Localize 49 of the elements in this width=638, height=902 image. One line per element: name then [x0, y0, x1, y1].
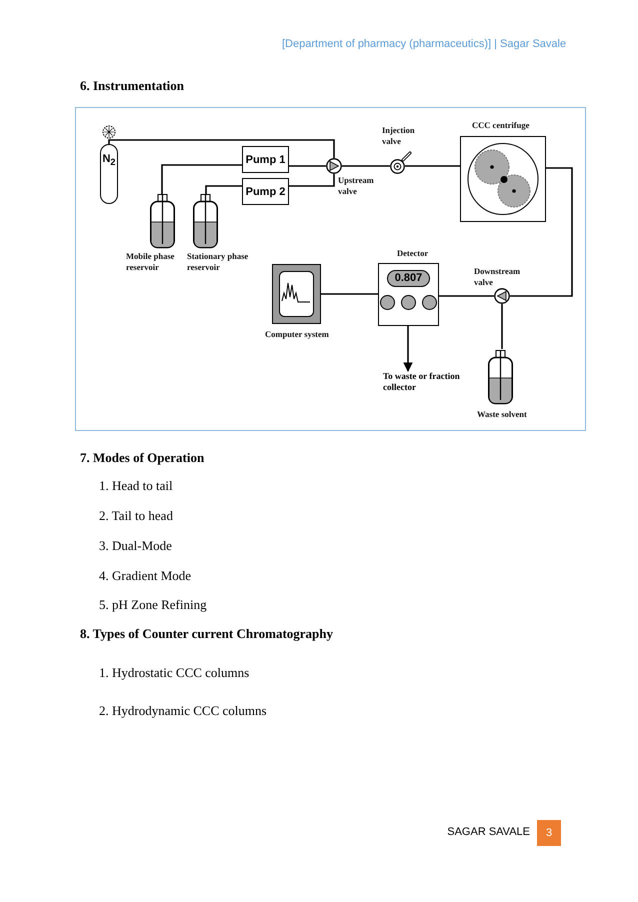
pipe-line	[405, 165, 460, 167]
page-header: [Department of pharmacy (pharmaceutics)] | Sagar Savale	[282, 38, 566, 50]
gas-cylinder	[100, 144, 118, 204]
component-caption: Detector	[397, 248, 430, 259]
list-item: 4. Gradient Mode	[99, 568, 192, 584]
pipe-line	[510, 167, 573, 297]
page-number: 3	[537, 820, 561, 846]
display-readout: 0.807	[386, 270, 430, 287]
component-caption: CCC centrifuge	[472, 120, 530, 131]
component-caption: Computer system	[265, 329, 330, 340]
page-footer: SAGAR SAVALE	[447, 826, 530, 838]
section-heading: 6. Instrumentation	[80, 78, 184, 94]
outlet-label: To waste or fraction collector	[383, 371, 463, 399]
component-caption: Upstream valve	[338, 175, 375, 197]
valve-symbol	[390, 159, 405, 174]
pump-box: Pump 1	[242, 146, 289, 173]
pipe-line	[108, 139, 335, 158]
pipe-line	[205, 185, 242, 194]
list-item: 5. pH Zone Refining	[99, 597, 207, 613]
list-item: 2. Hydrodynamic CCC columns	[99, 703, 267, 719]
component-caption: Injection valve	[382, 125, 416, 147]
component-caption: Downstream valve	[474, 266, 522, 288]
pipe-line	[501, 304, 503, 349]
computer-monitor	[272, 264, 321, 324]
section-heading: 7. Modes of Operation	[80, 450, 204, 466]
detector-box	[378, 263, 439, 326]
component-caption: Stationary phase reservoir	[187, 251, 250, 273]
pipe-line	[403, 326, 413, 372]
centrifuge-box	[460, 136, 546, 222]
component-caption: Waste solvent	[477, 409, 528, 420]
pipe-line	[321, 293, 378, 295]
pipe-line	[289, 174, 335, 187]
pipe-line	[289, 165, 326, 167]
pipe-line	[342, 165, 390, 167]
reservoir-bottle	[150, 194, 175, 248]
reservoir-bottle	[488, 349, 513, 405]
list-item: 2. Tail to head	[99, 508, 173, 524]
pipe-line	[161, 164, 242, 194]
cylinder-label: N$_{2}$	[102, 153, 116, 168]
valve-symbol	[494, 288, 510, 304]
component-caption: Mobile phase reservoir	[126, 251, 176, 273]
list-item: 3. Dual-Mode	[99, 538, 172, 554]
pump-box: Pump 2	[242, 178, 289, 205]
reservoir-bottle	[193, 194, 218, 248]
list-item: 1. Hydrostatic CCC columns	[99, 665, 250, 681]
section-heading: 8. Types of Counter current Chromatography	[80, 626, 334, 642]
pipe-line	[439, 295, 494, 297]
valve-symbol	[326, 158, 342, 174]
list-item: 1. Head to tail	[99, 478, 173, 494]
